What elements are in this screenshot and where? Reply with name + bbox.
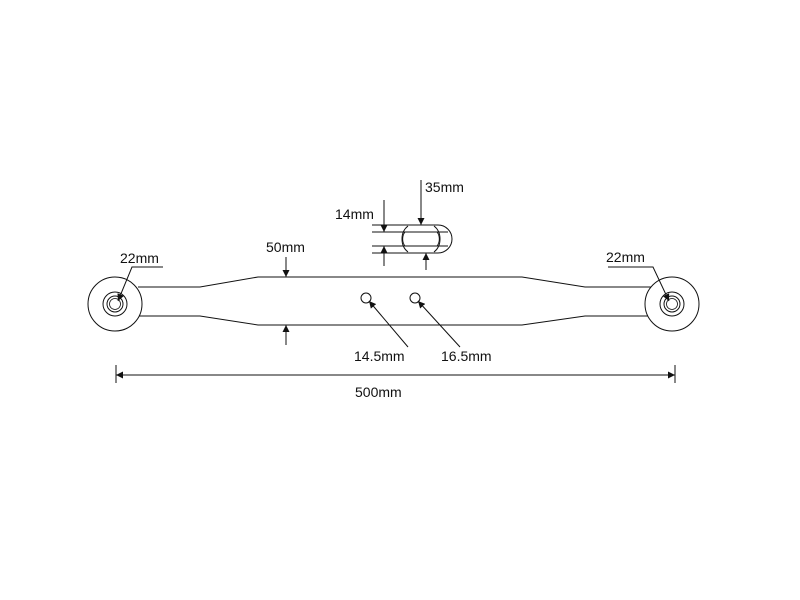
label-hole-left: 14.5mm bbox=[354, 348, 405, 364]
left-eye bbox=[87, 276, 143, 332]
hole-right-leader bbox=[417, 300, 461, 348]
left-eye-leader bbox=[117, 266, 163, 302]
hole-left bbox=[360, 292, 372, 304]
label-left-eye: 22mm bbox=[120, 250, 159, 266]
bar-outline bbox=[138, 276, 662, 326]
label-clevis-thickness: 14mm bbox=[335, 206, 374, 222]
hole-right bbox=[409, 292, 421, 304]
label-overall-length: 500mm bbox=[355, 384, 402, 400]
clevis-detail bbox=[372, 180, 453, 270]
overall-length-dimension bbox=[115, 365, 676, 383]
label-right-eye: 22mm bbox=[606, 249, 645, 265]
right-eye-leader bbox=[608, 266, 670, 302]
label-clevis-width: 35mm bbox=[425, 179, 464, 195]
label-hole-right: 16.5mm bbox=[441, 348, 492, 364]
hole-left-leader bbox=[368, 300, 409, 348]
label-bar-width: 50mm bbox=[266, 239, 305, 255]
right-eye bbox=[644, 276, 700, 332]
